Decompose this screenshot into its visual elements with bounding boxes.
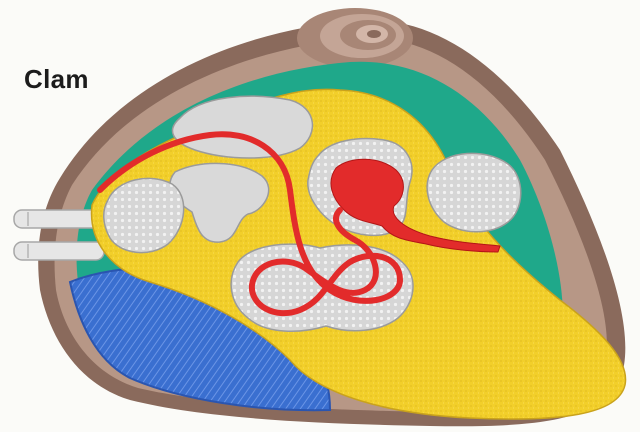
hinge-umbo bbox=[297, 8, 413, 68]
anterior-muscle bbox=[104, 178, 184, 252]
posterior-muscle bbox=[427, 153, 521, 231]
